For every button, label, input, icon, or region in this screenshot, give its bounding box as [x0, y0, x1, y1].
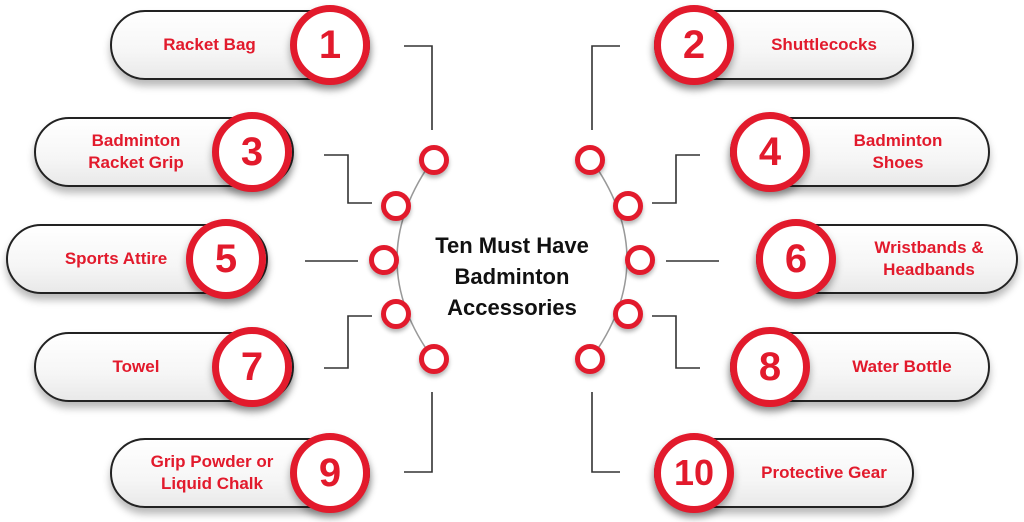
item-label-8: Water Bottle [852, 357, 952, 376]
connector-8 [652, 315, 700, 369]
item-number-1: 1 [290, 5, 370, 85]
item-label-4: Badminton Shoes [853, 131, 943, 172]
item-number-5: 5 [186, 219, 266, 299]
item-number-8: 8 [730, 327, 810, 407]
arc-node [381, 299, 411, 329]
connector-3 [324, 154, 372, 204]
title-line-2: Badminton [454, 264, 570, 289]
item-number-2: 2 [654, 5, 734, 85]
connector-2 [591, 45, 620, 130]
title-line-1: Ten Must Have [435, 233, 589, 258]
item-label-1: Racket Bag [163, 35, 256, 54]
item-label-6: Wristbands & Headbands [874, 238, 984, 279]
arc-node [575, 344, 605, 374]
infographic-title: Ten Must Have Badminton Accessories [420, 230, 604, 323]
connector-7 [324, 315, 372, 369]
arc-node [625, 245, 655, 275]
connector-1 [404, 45, 433, 130]
connector-10 [591, 392, 620, 473]
item-number-3: 3 [212, 112, 292, 192]
item-label-7: Towel [112, 357, 160, 376]
connector-4 [652, 154, 700, 204]
arc-node [419, 145, 449, 175]
arc-node [369, 245, 399, 275]
item-label-3: Badminton Racket Grip [88, 131, 184, 172]
arc-node [575, 145, 605, 175]
connector-9 [404, 392, 433, 473]
arc-node [381, 191, 411, 221]
item-number-4: 4 [730, 112, 810, 192]
item-label-5: Sports Attire [64, 249, 168, 268]
title-line-3: Accessories [447, 295, 577, 320]
item-label-10: Protective Gear [761, 463, 887, 482]
arc-node [613, 299, 643, 329]
item-number-6: 6 [756, 219, 836, 299]
item-number-10: 10 [654, 433, 734, 513]
item-label-9: Grip Powder or Liquid Chalk [150, 452, 274, 493]
arc-node [613, 191, 643, 221]
arc-node [419, 344, 449, 374]
item-number-9: 9 [290, 433, 370, 513]
item-label-2: Shuttlecocks [771, 35, 877, 54]
item-number-7: 7 [212, 327, 292, 407]
